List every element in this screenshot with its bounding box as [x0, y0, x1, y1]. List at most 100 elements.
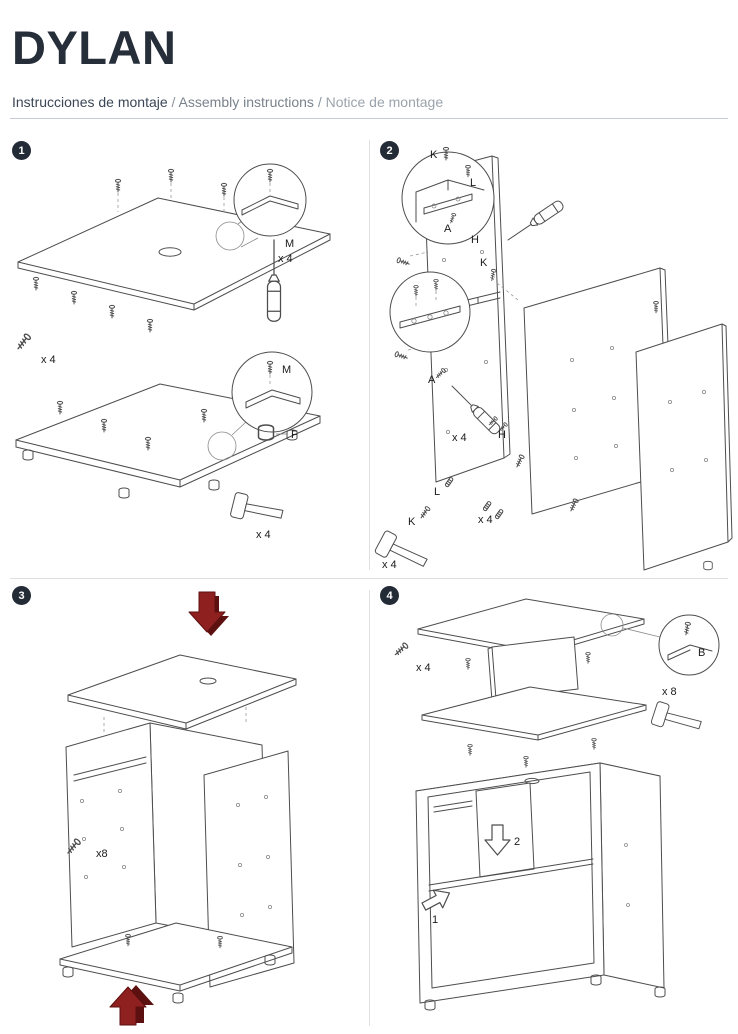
screw-icon — [591, 738, 597, 750]
product-title: DYLAN — [12, 21, 177, 74]
screwdriver-group: M x 4 — [266, 238, 294, 322]
foot-icon — [22, 449, 34, 461]
screw-icon — [465, 658, 471, 670]
detail-callout-b: B — [600, 613, 720, 676]
cable-hole — [199, 677, 217, 685]
mallet-icon — [650, 700, 704, 739]
screw-icon — [585, 652, 591, 664]
screw-icon — [467, 744, 473, 756]
cable-hole — [524, 777, 540, 785]
step-1-illustration: M x 4 x 4 M — [14, 163, 331, 541]
screw-icon — [56, 400, 64, 415]
subtitle-separator-1: / — [167, 94, 179, 110]
step-2-illustration: K L A H K A x 4 — [373, 146, 733, 572]
screwdriver-icon — [504, 198, 566, 245]
label-qty-mallet: x 4 — [382, 559, 397, 571]
screw-icon — [220, 182, 228, 197]
label-qty-screwdriver: x 4 — [452, 432, 467, 444]
screw-icon — [396, 256, 411, 268]
cable-hole — [158, 247, 182, 257]
carcass-drawing: x8 — [64, 722, 295, 988]
screw-icon — [32, 276, 40, 291]
screw-icon — [394, 350, 409, 362]
label-hardware-h-mid: H — [498, 429, 506, 441]
screw-icon — [167, 168, 175, 183]
label-hardware-m-detail: M — [282, 364, 291, 376]
screw-icon — [146, 318, 154, 333]
label-qty-screws: x 4 — [416, 662, 431, 674]
detail-callout-rail — [389, 271, 471, 353]
label-qty-mallet: x 8 — [662, 686, 677, 698]
label-hardware-m: M — [285, 238, 294, 250]
screwdriver-top-group — [504, 198, 566, 245]
label-hardware-k-top: K — [430, 149, 438, 161]
label-qty-screwdriver: x 4 — [278, 253, 293, 265]
step-4-badge: 4 — [380, 586, 399, 605]
bottom-panel-drawing — [59, 922, 293, 1004]
mallet-group: x 4 — [229, 491, 286, 541]
screw-icon — [14, 332, 32, 352]
top-panel-drawing — [67, 654, 297, 751]
foot-icon — [703, 560, 713, 571]
dowel-icon — [494, 508, 504, 520]
screw-icon — [514, 453, 526, 469]
step-2-badge: 2 — [380, 141, 399, 160]
subtitle-fr: Notice de montage — [325, 94, 444, 110]
label-hardware-k-mid: K — [480, 257, 488, 269]
screw-icon — [114, 178, 122, 193]
label-qty-screws: x 4 — [41, 354, 56, 366]
column-divider-top — [369, 140, 370, 570]
foot-icon — [172, 992, 184, 1004]
dowel-icon — [482, 500, 492, 512]
mallet-icon — [229, 491, 286, 529]
row-divider — [10, 578, 728, 579]
screw-icon — [523, 756, 529, 768]
screw-icon — [392, 641, 410, 658]
label-hardware-l-top: L — [470, 177, 476, 189]
subtitle-separator-2: / — [313, 94, 326, 110]
step-3-badge: 3 — [12, 586, 31, 605]
label-qty-screws: x8 — [96, 848, 108, 860]
label-qty-mallet: x 4 — [256, 529, 271, 541]
label-hardware-k-bottom: K — [408, 516, 416, 528]
insert-in-arrow: 1 — [421, 889, 451, 926]
label-arrow-1: 1 — [432, 914, 438, 926]
label-hardware-f: F — [291, 429, 298, 441]
screw-qty-group: x 4 — [14, 332, 56, 366]
foot-icon — [62, 966, 74, 978]
assembled-cabinet-drawing — [415, 762, 666, 1011]
subtitle: Instrucciones de montaje / Assembly inst… — [12, 94, 443, 110]
k-mid-group: K — [480, 257, 519, 301]
right-panel-drawing — [514, 301, 733, 571]
label-hardware-l-bottom: L — [434, 486, 440, 498]
step-3-illustration: x8 — [59, 591, 297, 1026]
detail-callout-top — [215, 163, 307, 251]
detail-callout-bottom: M F — [207, 351, 313, 461]
detail-callout-top: K L A H — [401, 146, 495, 246]
label-qty-dowels: x 4 — [478, 514, 493, 526]
label-hardware-a-mid: A — [428, 374, 436, 386]
foot-icon — [208, 479, 220, 491]
subtitle-en: Assembly instructions — [178, 94, 314, 110]
step-1-badge: 1 — [12, 141, 31, 160]
header-divider — [10, 118, 728, 119]
screw-icon — [108, 304, 116, 319]
press-up-arrow — [109, 985, 154, 1026]
a-screwdriver-group: A x 4 H — [428, 367, 509, 444]
mallet-group: x 8 — [650, 686, 704, 739]
press-down-arrow — [188, 591, 229, 636]
screw-icon — [418, 505, 431, 520]
label-hardware-h-top: H — [471, 234, 479, 246]
step-4-illustration: x 4 B x 8 — [392, 598, 720, 1011]
screw-icon — [70, 290, 78, 305]
bottom-hardware-group: L K x 4 x 4 — [373, 476, 504, 572]
subtitle-es: Instrucciones de montaje — [12, 94, 168, 110]
shelf-exploded-drawing: x 4 — [392, 598, 647, 768]
column-divider-bottom — [369, 590, 370, 1026]
foot-icon — [118, 487, 130, 499]
label-hardware-b: B — [698, 647, 705, 659]
insert-down-arrow: 2 — [484, 824, 520, 856]
label-arrow-2: 2 — [514, 836, 520, 848]
foot-icon — [654, 986, 666, 998]
